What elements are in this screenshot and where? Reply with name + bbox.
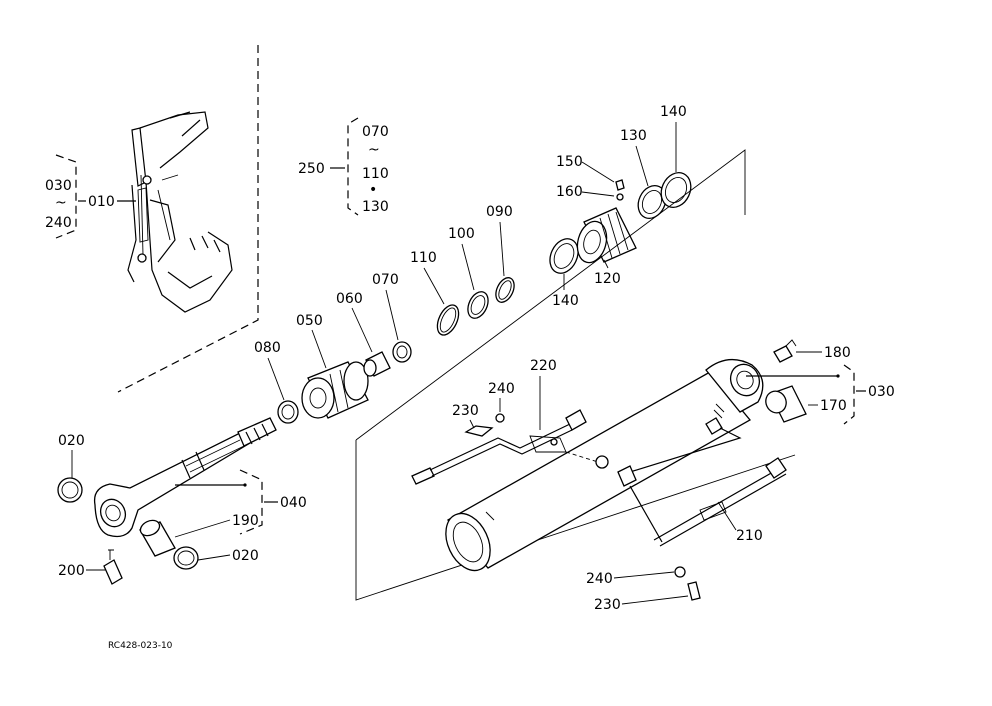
- callout-100: 100: [448, 226, 475, 242]
- o-ring-110: [436, 304, 460, 336]
- piston-120: [576, 207, 637, 264]
- callout-160: 160: [556, 184, 583, 200]
- group-010-bracket: 030 ~ 240 010: [45, 154, 136, 239]
- seal-020-upper: [57, 477, 83, 503]
- callout-020-upper: 020: [58, 433, 85, 449]
- grease-fitting-200: [103, 559, 123, 585]
- callout-240-top: 240: [45, 215, 72, 231]
- callout-070: 070: [372, 272, 399, 288]
- callout-080: 080: [254, 340, 281, 356]
- callout-170: 170: [820, 398, 847, 414]
- callout-110: 110: [410, 250, 437, 266]
- callout-130: 130: [620, 128, 647, 144]
- callout-230-pipe: 230: [452, 403, 479, 419]
- callout-060: 060: [336, 291, 363, 307]
- excavator-arm-inset: [117, 45, 259, 393]
- seal-080: [277, 400, 299, 424]
- ring-130: [637, 184, 667, 220]
- callout-140-lower: 140: [552, 293, 579, 309]
- seal-100: [467, 291, 489, 319]
- washer-240-lower: [674, 566, 686, 578]
- callout-050: 050: [296, 313, 323, 329]
- callout-240-lower: 240: [586, 571, 613, 587]
- callout-090: 090: [486, 204, 513, 220]
- tilde-070-110: ~: [368, 142, 380, 158]
- callout-040: 040: [280, 495, 307, 511]
- seal-020-lower: [173, 546, 199, 570]
- callout-030-top: 030: [45, 178, 72, 194]
- grease-fitting-180: [773, 345, 793, 363]
- callout-110-group: 110: [362, 166, 389, 182]
- callout-140-upper: 140: [660, 104, 687, 120]
- callout-010: 010: [88, 194, 115, 210]
- seal-070: [392, 341, 412, 363]
- ring-140-lower: [549, 238, 579, 274]
- cylinder-head-050: [301, 361, 369, 419]
- callout-130-group: 130: [362, 199, 389, 215]
- tilde-030-240: ~: [55, 195, 67, 211]
- callout-190: 190: [232, 513, 259, 529]
- piston-rod-assembly: [93, 417, 277, 538]
- o-ring-090: [495, 277, 515, 303]
- callout-150: 150: [556, 154, 583, 170]
- bolt-230-lower: [687, 581, 701, 601]
- ring-140-upper: [660, 171, 692, 209]
- bolt-230-pipe: [464, 425, 494, 437]
- pipe-220: [411, 409, 587, 485]
- callout-250: 250: [298, 161, 325, 177]
- callout-180: 180: [824, 345, 851, 361]
- ball-160: [616, 193, 624, 201]
- group-250-bracket: 250 070 ~ 110 • 130: [298, 117, 389, 216]
- callout-240-pipe: 240: [488, 381, 515, 397]
- drawing-code: RC428-023-10: [108, 641, 173, 651]
- callout-120: 120: [594, 271, 621, 287]
- callout-030: 030: [868, 384, 895, 400]
- callout-070-group: 070: [362, 124, 389, 140]
- dot-110-130: •: [369, 182, 377, 198]
- callout-200: 200: [58, 563, 85, 579]
- callout-020-lower: 020: [232, 548, 259, 564]
- callout-210: 210: [736, 528, 763, 544]
- washer-240-pipe: [595, 455, 609, 469]
- cylinder-tube: [445, 358, 764, 572]
- pipe-210: [617, 417, 787, 547]
- tube-assembly-frame: [355, 149, 796, 601]
- callout-220: 220: [530, 358, 557, 374]
- set-screw-150: [615, 179, 625, 191]
- callout-230-lower: 230: [594, 597, 621, 613]
